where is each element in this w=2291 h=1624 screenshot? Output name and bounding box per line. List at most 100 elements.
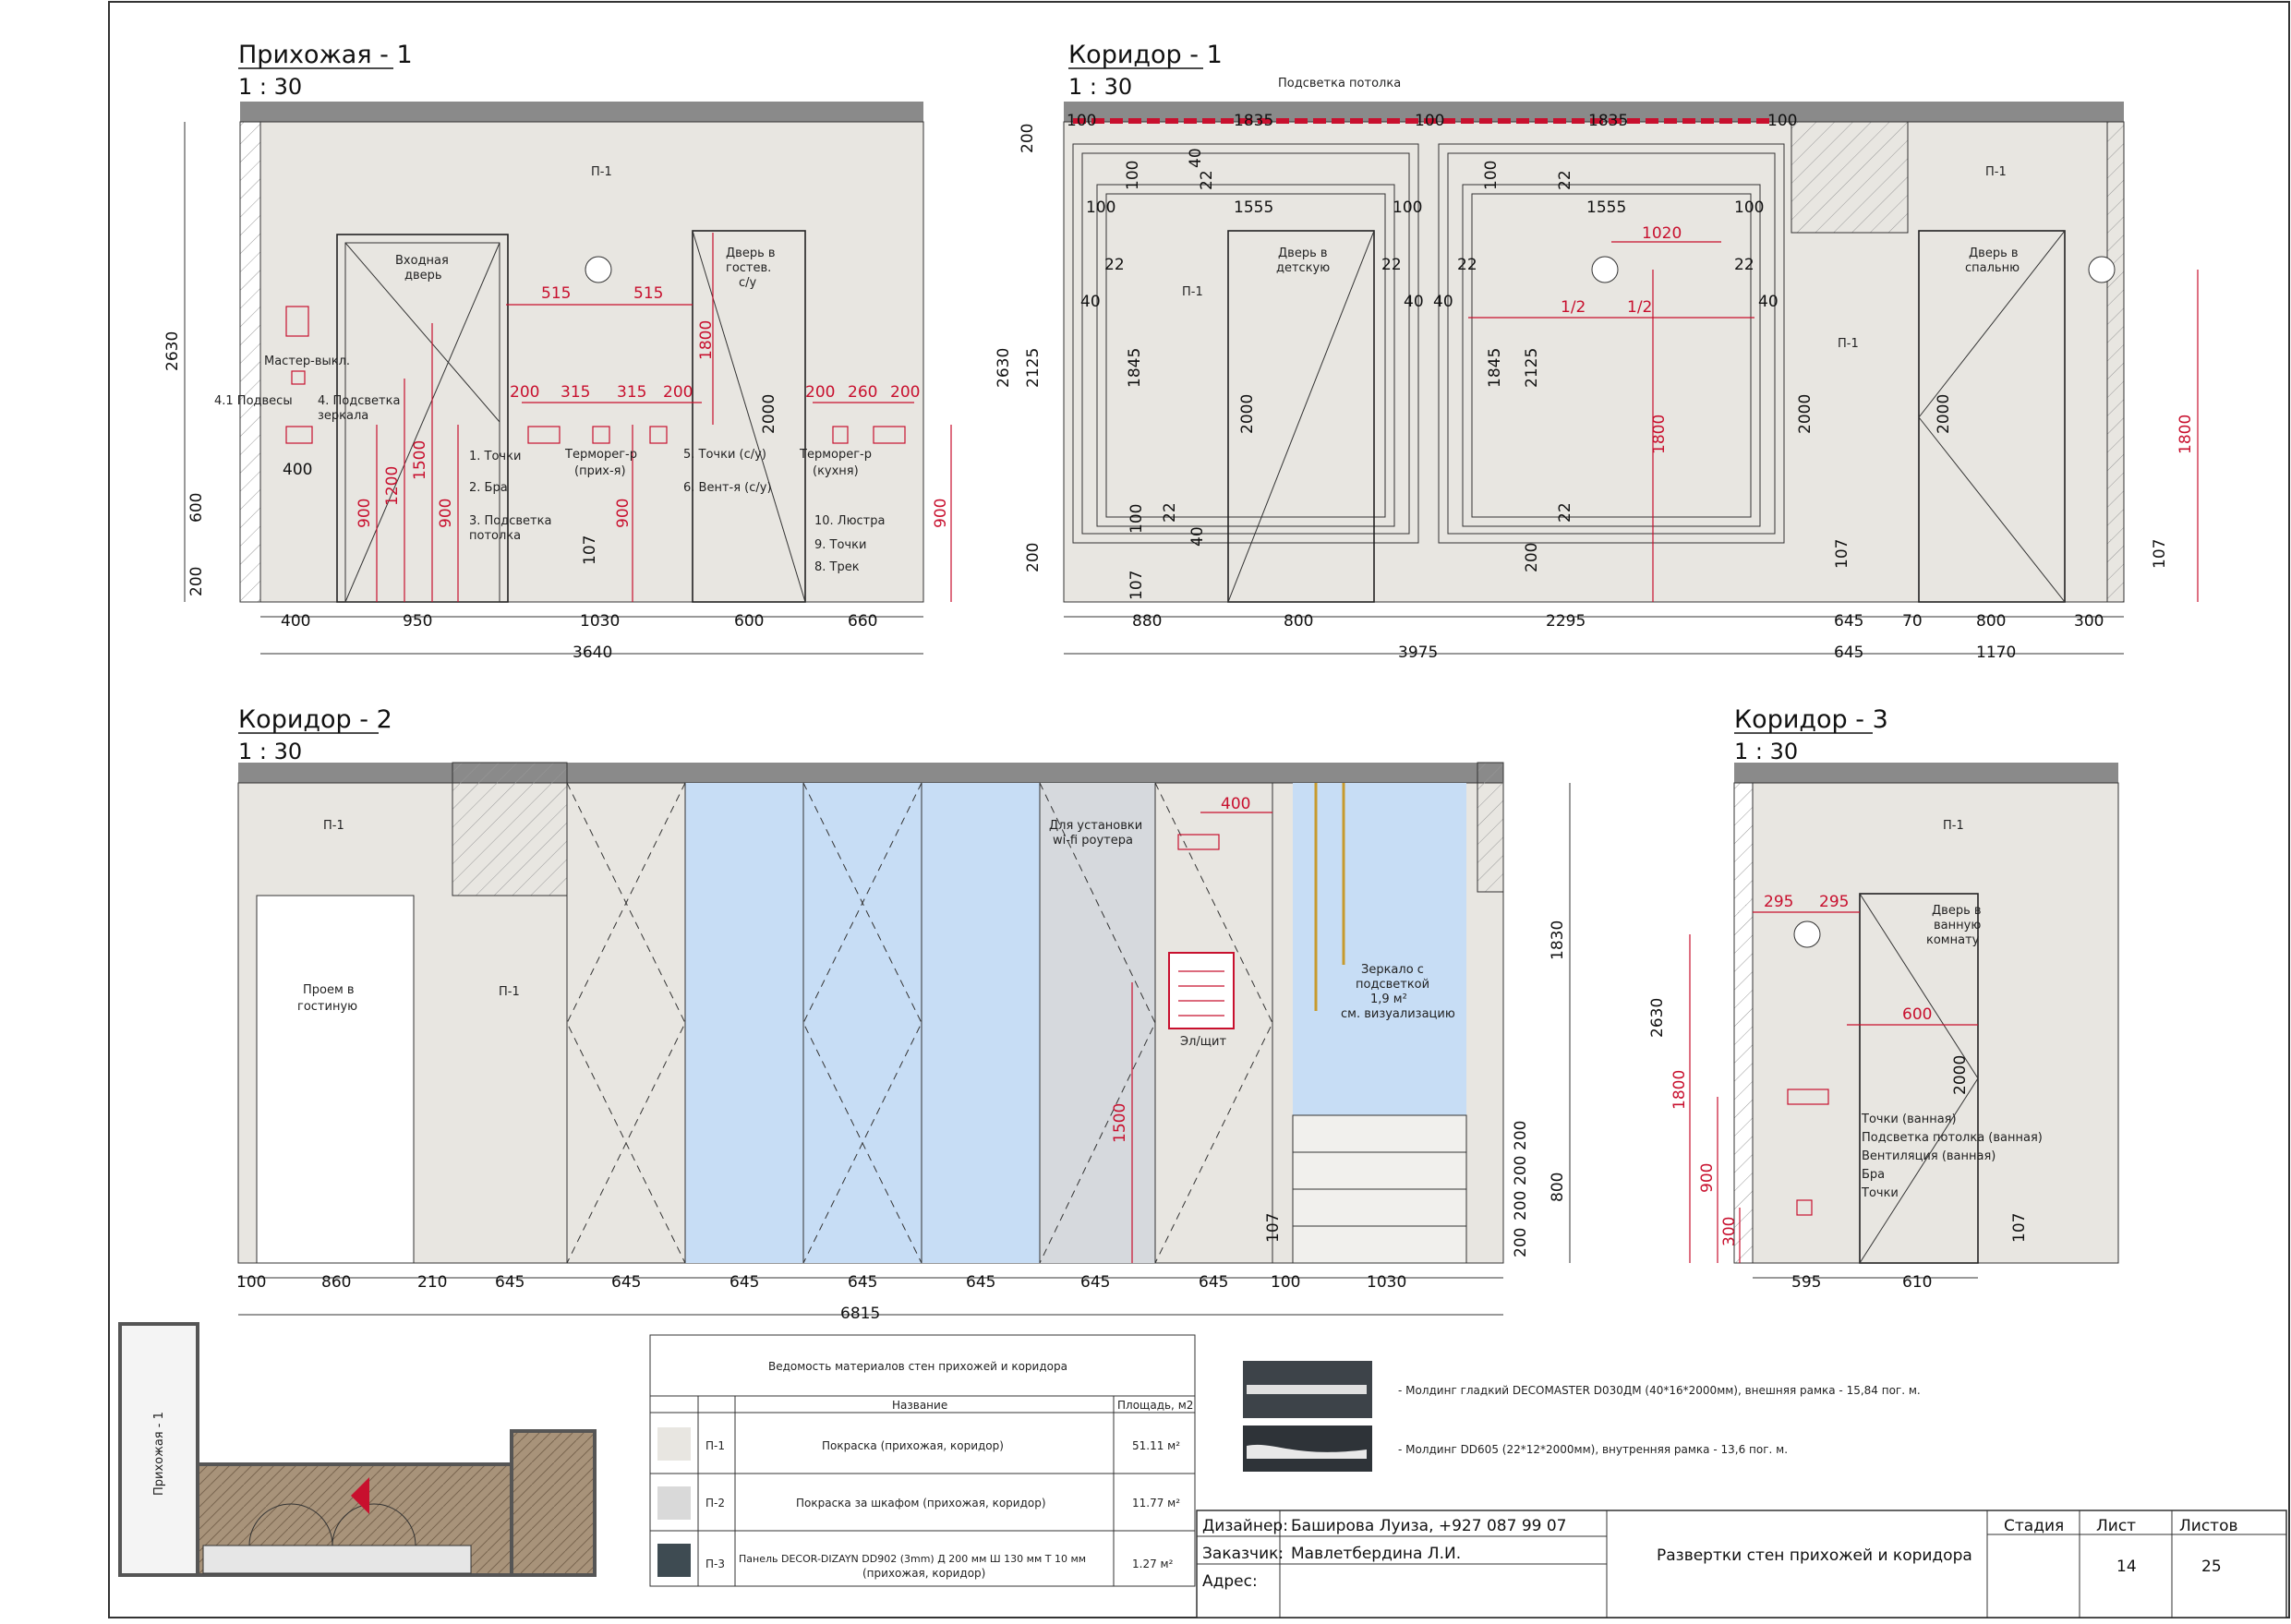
svg-text:600: 600 — [1902, 1005, 1932, 1024]
svg-text:860: 860 — [321, 1273, 351, 1292]
svg-text:Покраска (прихожая, коридор): Покраска (прихожая, коридор) — [822, 1439, 1004, 1452]
svg-text:200: 200 — [1024, 543, 1043, 572]
svg-text:107: 107 — [1833, 539, 1851, 569]
svg-text:70: 70 — [1902, 612, 1923, 631]
svg-text:П-1: П-1 — [1985, 165, 2007, 179]
svg-text:295: 295 — [1764, 893, 1793, 911]
svg-text:П-1: П-1 — [705, 1439, 725, 1452]
svg-text:Панель DECOR-DIZAYN DD902 (3mm: Панель DECOR-DIZAYN DD902 (3mm) Д 200 мм… — [739, 1553, 1086, 1565]
svg-text:1030: 1030 — [1367, 1273, 1406, 1292]
svg-text:Вентиляция (ванная): Вентиляция (ванная) — [1862, 1149, 1996, 1163]
svg-text:2125: 2125 — [1523, 348, 1541, 388]
svg-text:Лист: Лист — [2096, 1517, 2136, 1535]
svg-text:645: 645 — [495, 1273, 525, 1292]
svg-text:22: 22 — [1457, 256, 1477, 274]
svg-text:Листов: Листов — [2179, 1517, 2238, 1535]
svg-text:2000: 2000 — [1951, 1055, 1970, 1095]
kids-door — [1227, 230, 1375, 603]
switch-icon — [1796, 1199, 1813, 1216]
svg-text:100: 100 — [1124, 161, 1142, 190]
svg-text:22: 22 — [1381, 256, 1402, 274]
svg-text:1030: 1030 — [580, 612, 620, 631]
material-tag: П-1 — [591, 165, 612, 179]
svg-text:107: 107 — [1127, 571, 1146, 600]
sconce-icon — [1793, 920, 1821, 948]
svg-text:Точки: Точки — [1861, 1186, 1899, 1200]
svg-text:107: 107 — [1264, 1213, 1283, 1243]
title-block: Дизайнер: Баширова Луиза, +927 087 99 07… — [1196, 1510, 2287, 1618]
svg-text:295: 295 — [1819, 893, 1849, 911]
svg-text:400: 400 — [281, 612, 310, 631]
svg-text:П-1: П-1 — [1182, 285, 1203, 299]
electrical-panel-icon — [1168, 952, 1235, 1029]
svg-text:200: 200 — [890, 383, 920, 402]
svg-text:1170: 1170 — [1976, 644, 2016, 662]
side-wall — [239, 121, 261, 603]
svg-text:400: 400 — [1221, 795, 1250, 813]
svg-text:1835: 1835 — [1234, 112, 1273, 130]
svg-text:22: 22 — [1556, 502, 1574, 523]
svg-text:900: 900 — [614, 499, 633, 528]
svg-text:1800: 1800 — [1650, 415, 1669, 454]
svg-text:200: 200 — [1512, 1121, 1530, 1150]
svg-text:1800: 1800 — [2176, 415, 2195, 454]
svg-text:107: 107 — [581, 535, 599, 565]
svg-text:с/у: с/у — [739, 276, 757, 290]
sheet-number: 14 — [2116, 1558, 2137, 1576]
svg-text:1835: 1835 — [1588, 112, 1628, 130]
svg-text:гостиную: гостиную — [297, 1000, 357, 1014]
svg-text:100: 100 — [1271, 1273, 1300, 1292]
svg-text:потолка: потолка — [469, 529, 521, 543]
svg-text:П-1: П-1 — [1943, 819, 1964, 833]
wall-elevation — [259, 121, 924, 603]
svg-text:1. Точки: 1. Точки — [469, 450, 521, 463]
svg-text:100: 100 — [1734, 198, 1764, 217]
svg-text:200: 200 — [1512, 1228, 1530, 1257]
svg-text:315: 315 — [617, 383, 646, 402]
svg-text:1845: 1845 — [1486, 348, 1504, 388]
svg-text:2000: 2000 — [1238, 394, 1257, 434]
thermostat-icon — [832, 426, 849, 444]
svg-text:1500: 1500 — [1111, 1103, 1129, 1143]
svg-text:645: 645 — [1199, 1273, 1228, 1292]
svg-text:Баширова Луиза, +927 087 99 07: Баширова Луиза, +927 087 99 07 — [1291, 1517, 1567, 1535]
svg-text:8. Трек: 8. Трек — [814, 560, 860, 574]
svg-text:Адрес:: Адрес: — [1202, 1572, 1258, 1591]
svg-text:П-3: П-3 — [705, 1558, 725, 1570]
bedroom-door — [1918, 230, 2066, 603]
floor-plan: Прихожая - 1 — [116, 1322, 597, 1586]
svg-text:100: 100 — [1767, 112, 1797, 130]
svg-text:22: 22 — [1161, 502, 1179, 523]
svg-text:6. Вент-я (с/у): 6. Вент-я (с/у) — [683, 481, 772, 495]
svg-text:645: 645 — [1834, 612, 1863, 631]
svg-text:2000: 2000 — [760, 394, 778, 434]
svg-text:880: 880 — [1132, 612, 1162, 631]
switch-icon — [291, 370, 306, 385]
svg-text:1500: 1500 — [411, 440, 429, 480]
svg-text:900: 900 — [1698, 1163, 1717, 1193]
svg-text:Мавлетбердина Л.И.: Мавлетбердина Л.И. — [1291, 1545, 1461, 1563]
svg-text:660: 660 — [848, 612, 877, 631]
svg-text:100: 100 — [1393, 198, 1422, 217]
svg-text:22: 22 — [1198, 170, 1216, 190]
svg-text:600: 600 — [734, 612, 764, 631]
switch-block-icon — [1787, 1089, 1829, 1105]
svg-text:22: 22 — [1104, 256, 1125, 274]
svg-text:3. Подсветка: 3. Подсветка — [469, 514, 551, 528]
svg-text:645: 645 — [1834, 644, 1863, 662]
svg-text:П-1: П-1 — [323, 819, 344, 833]
svg-text:400: 400 — [283, 461, 312, 479]
svg-text:900: 900 — [932, 499, 950, 528]
switch-block-icon — [649, 426, 668, 444]
svg-text:Дверь в: Дверь в — [1278, 247, 1328, 260]
svg-text:107: 107 — [2010, 1213, 2029, 1243]
svg-text:950: 950 — [403, 612, 432, 631]
svg-text:см. визуализацию: см. визуализацию — [1341, 1007, 1455, 1021]
svg-text:Терморег-р: Терморег-р — [799, 448, 872, 462]
svg-text:1800: 1800 — [1670, 1070, 1689, 1110]
svg-text:(прих-я): (прих-я) — [574, 464, 626, 478]
svg-text:515: 515 — [633, 284, 663, 303]
svg-text:ванную: ванную — [1934, 919, 1981, 932]
sheet-title: Развертки стен прихожей и коридора — [1657, 1546, 1972, 1565]
